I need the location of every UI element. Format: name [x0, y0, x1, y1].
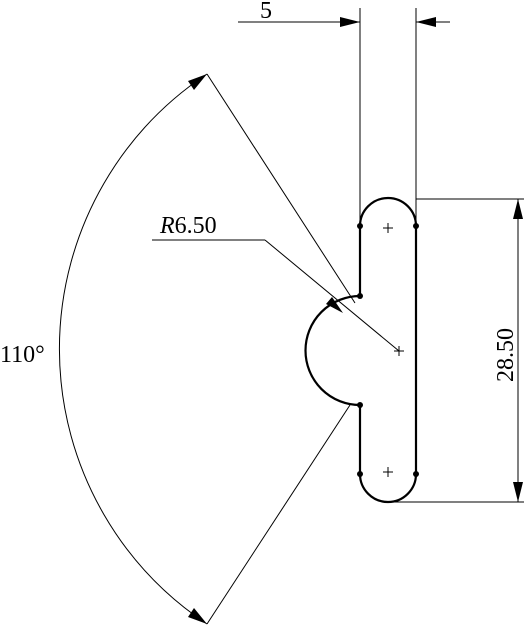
angle-arc [59, 73, 208, 625]
height-label: 28.50 [493, 328, 519, 382]
arrowhead [326, 297, 343, 313]
leader-line [264, 239, 400, 352]
vertex-point [357, 402, 363, 408]
center-marks [383, 223, 404, 477]
radius-value: 6.50 [175, 213, 217, 239]
extension-line [206, 404, 351, 625]
width-label: 5 [260, 0, 272, 24]
radius-prefix: R [159, 213, 175, 239]
radius-label: R6.50 [159, 213, 217, 239]
center-mark-bottom [383, 467, 393, 477]
outline-vertices [357, 223, 419, 477]
width-dimension: 5 [238, 0, 450, 226]
vertex-point [357, 471, 363, 477]
part-outline [304, 196, 418, 504]
arrowhead [188, 608, 207, 624]
arrowhead [513, 482, 523, 502]
vertex-point [413, 471, 419, 477]
extension-line [206, 73, 356, 304]
angle-dimension: 110° [0, 73, 356, 625]
center-mark-top [383, 223, 393, 233]
radius-dimension: R6.50 [152, 213, 400, 352]
angle-label: 110° [0, 342, 45, 368]
arrowhead [416, 17, 436, 27]
arrowhead [340, 17, 360, 27]
vertex-point [357, 293, 363, 299]
height-dimension: 28.50 [388, 198, 524, 503]
arrowhead [513, 199, 523, 219]
arrowhead [188, 74, 207, 90]
